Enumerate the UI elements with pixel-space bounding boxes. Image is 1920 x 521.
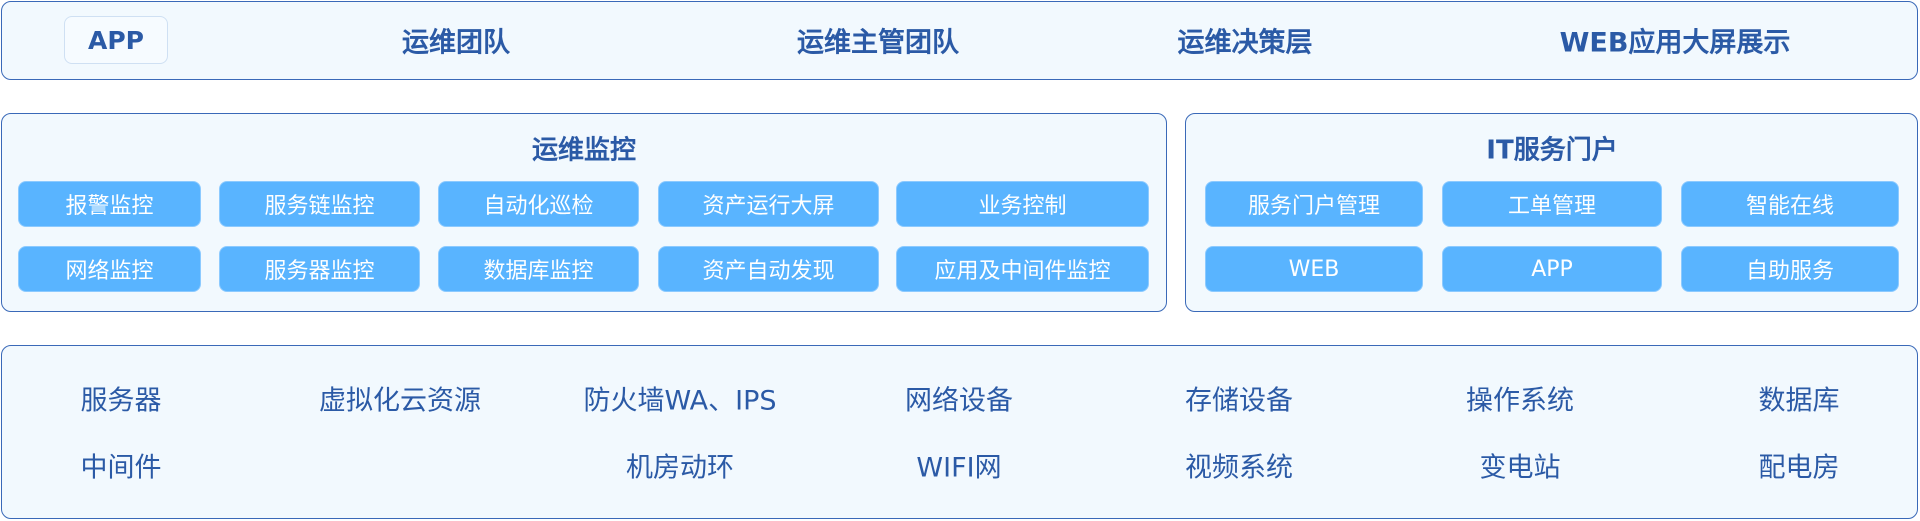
monitoring-title: 运维监控	[531, 135, 637, 166]
app-portal-button[interactable]: APP	[1442, 246, 1662, 292]
infra-item: 防火墙WA、IPS	[583, 385, 777, 417]
header-web-big-screen: WEB应用大屏展示	[1559, 27, 1791, 59]
alarm-monitor-button[interactable]: 报警监控	[18, 181, 201, 227]
header-ops-team: 运维团队	[402, 27, 510, 59]
smart-online-button[interactable]: 智能在线	[1681, 181, 1899, 227]
infra-item: WIFI网	[916, 452, 1002, 484]
infra-item: 服务器	[80, 385, 162, 417]
infra-item: 数据库	[1758, 385, 1840, 417]
network-monitor-button[interactable]: 网络监控	[18, 246, 201, 292]
infrastructure-panel	[1, 345, 1918, 519]
infra-item: 网络设备	[905, 385, 1013, 417]
header-ops-manager-team: 运维主管团队	[797, 27, 959, 59]
infra-item: 机房动环	[626, 452, 734, 484]
infra-item: 视频系统	[1185, 452, 1293, 484]
service-chain-monitor-button[interactable]: 服务链监控	[219, 181, 420, 227]
infra-item: 存储设备	[1185, 385, 1293, 417]
server-monitor-button[interactable]: 服务器监控	[219, 246, 420, 292]
asset-discovery-button[interactable]: 资产自动发现	[658, 246, 879, 292]
app-button[interactable]: APP	[64, 16, 168, 64]
it-portal-title: IT服务门户	[1486, 135, 1618, 166]
top-bar	[1, 1, 1918, 80]
ticket-management-button[interactable]: 工单管理	[1442, 181, 1662, 227]
infra-item: 操作系统	[1466, 385, 1574, 417]
middleware-monitor-button[interactable]: 应用及中间件监控	[896, 246, 1149, 292]
asset-screen-button[interactable]: 资产运行大屏	[658, 181, 879, 227]
portal-management-button[interactable]: 服务门户管理	[1205, 181, 1423, 227]
infra-item: 虚拟化云资源	[319, 385, 481, 417]
web-button[interactable]: WEB	[1205, 246, 1423, 292]
infra-item: 配电房	[1758, 452, 1840, 484]
business-control-button[interactable]: 业务控制	[896, 181, 1149, 227]
auto-inspection-button[interactable]: 自动化巡检	[438, 181, 639, 227]
infra-item: 变电站	[1479, 452, 1561, 484]
self-service-button[interactable]: 自助服务	[1681, 246, 1899, 292]
header-ops-decision-layer: 运维决策层	[1177, 27, 1313, 59]
database-monitor-button[interactable]: 数据库监控	[438, 246, 639, 292]
infra-item: 中间件	[80, 452, 162, 484]
